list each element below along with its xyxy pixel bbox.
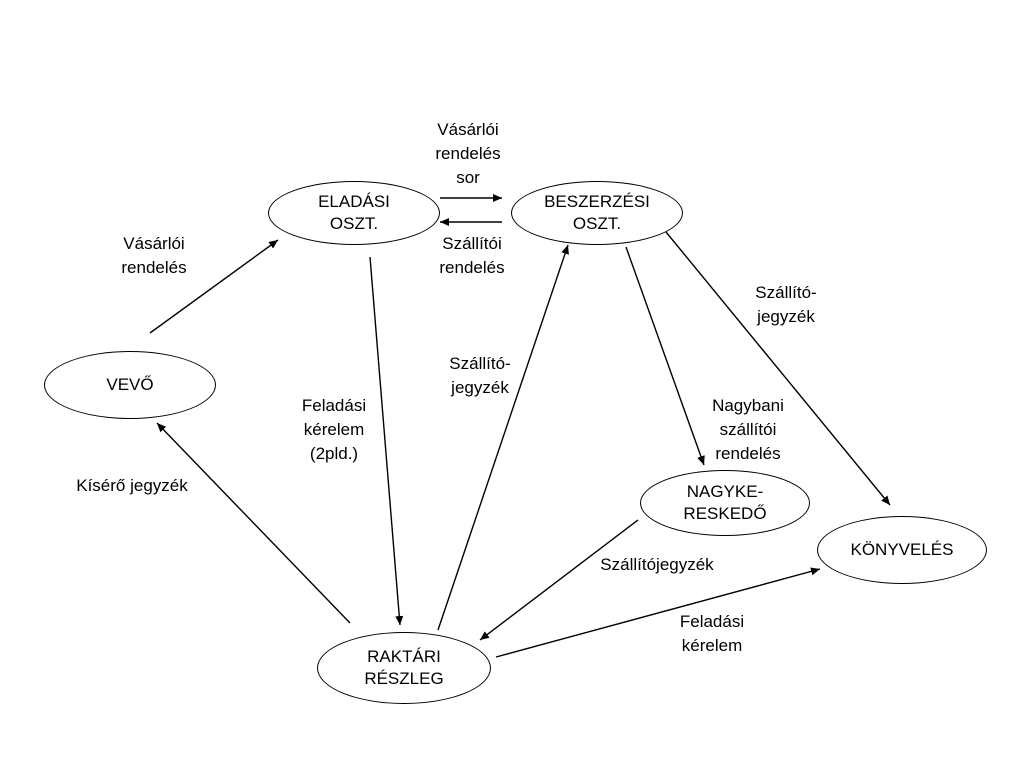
node-nagykereskedo: NAGYKE- RESKEDŐ: [640, 470, 810, 536]
arrow-beszerzo-to-konyveles: [665, 231, 891, 506]
node-beszerzo-osztaly: BESZERZÉSI OSZT.: [511, 181, 683, 245]
arrow-nagyker-to-raktar: [479, 519, 639, 641]
label-beszerzo-to-elado: Szállítói rendelés: [439, 234, 505, 277]
label-beszerzo-to-nagyker: Nagybani szállítói rendelés: [712, 396, 784, 463]
label-elado-to-beszerzo: Vásárlói rendelés sor: [435, 120, 501, 187]
label-raktar-to-vevo: Kísérő jegyzék: [76, 476, 188, 495]
arrow-raktar-to-konyveles: [495, 567, 821, 658]
arrow-elado-to-raktar: [369, 256, 404, 626]
node-raktari-reszleg: RAKTÁRI RÉSZLEG: [317, 632, 491, 704]
label-vevo-to-elado: Vásárlói rendelés: [121, 234, 187, 277]
arrow-vevo-to-elado: [149, 239, 279, 334]
node-vevo: VEVŐ: [44, 351, 216, 419]
node-elado-osztaly: ELADÁSI OSZT.: [268, 181, 440, 245]
label-raktar-to-beszerzo: Szállító- jegyzék: [449, 354, 511, 397]
label-nagyker-to-raktar: Szállítójegyzék: [600, 555, 714, 574]
arrow-beszerzo-to-nagyker: [625, 246, 705, 466]
node-konyveles: KÖNYVELÉS: [817, 516, 987, 584]
arrow-raktar-to-beszerzo: [437, 244, 569, 631]
label-elado-to-raktar: Feladási kérelem (2pld.): [301, 396, 367, 463]
arrow-raktar-to-vevo: [156, 422, 351, 624]
label-beszerzo-to-konyveles: Szállító- jegyzék: [755, 283, 817, 326]
label-raktar-to-konyveles: Feladási kérelem: [679, 612, 745, 655]
